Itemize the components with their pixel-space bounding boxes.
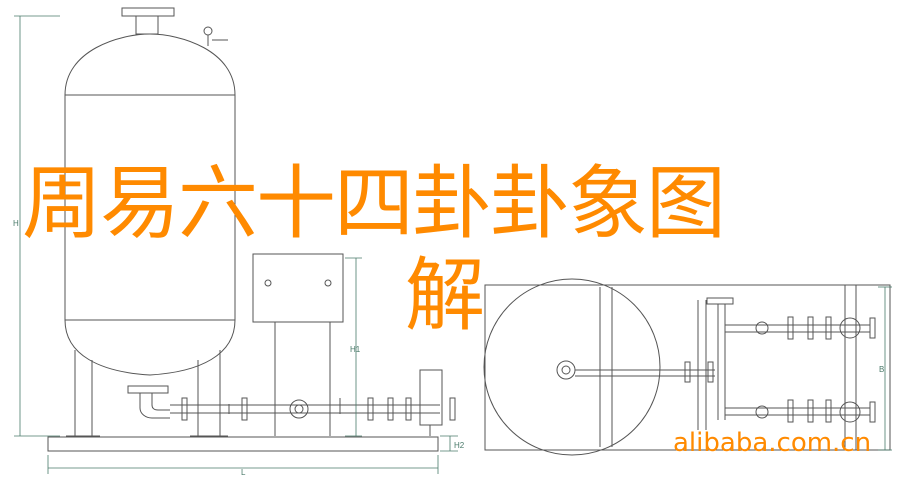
page-title-continuation: 解 [405, 249, 485, 342]
h2-label: H2 [454, 441, 465, 450]
page-title: 周易六十四卦卦象图 [22, 157, 726, 250]
length-label: L [241, 468, 246, 477]
height-label: H [13, 219, 19, 228]
control-box [252, 253, 344, 436]
dimension-lines [14, 15, 892, 474]
b-label: B [879, 365, 884, 374]
watermark-text: alibaba.com.cn [673, 428, 872, 458]
vertical-tank [64, 7, 236, 437]
h1-label: H1 [350, 345, 361, 354]
left-piping [170, 369, 456, 436]
horizontal-tank [483, 278, 891, 456]
